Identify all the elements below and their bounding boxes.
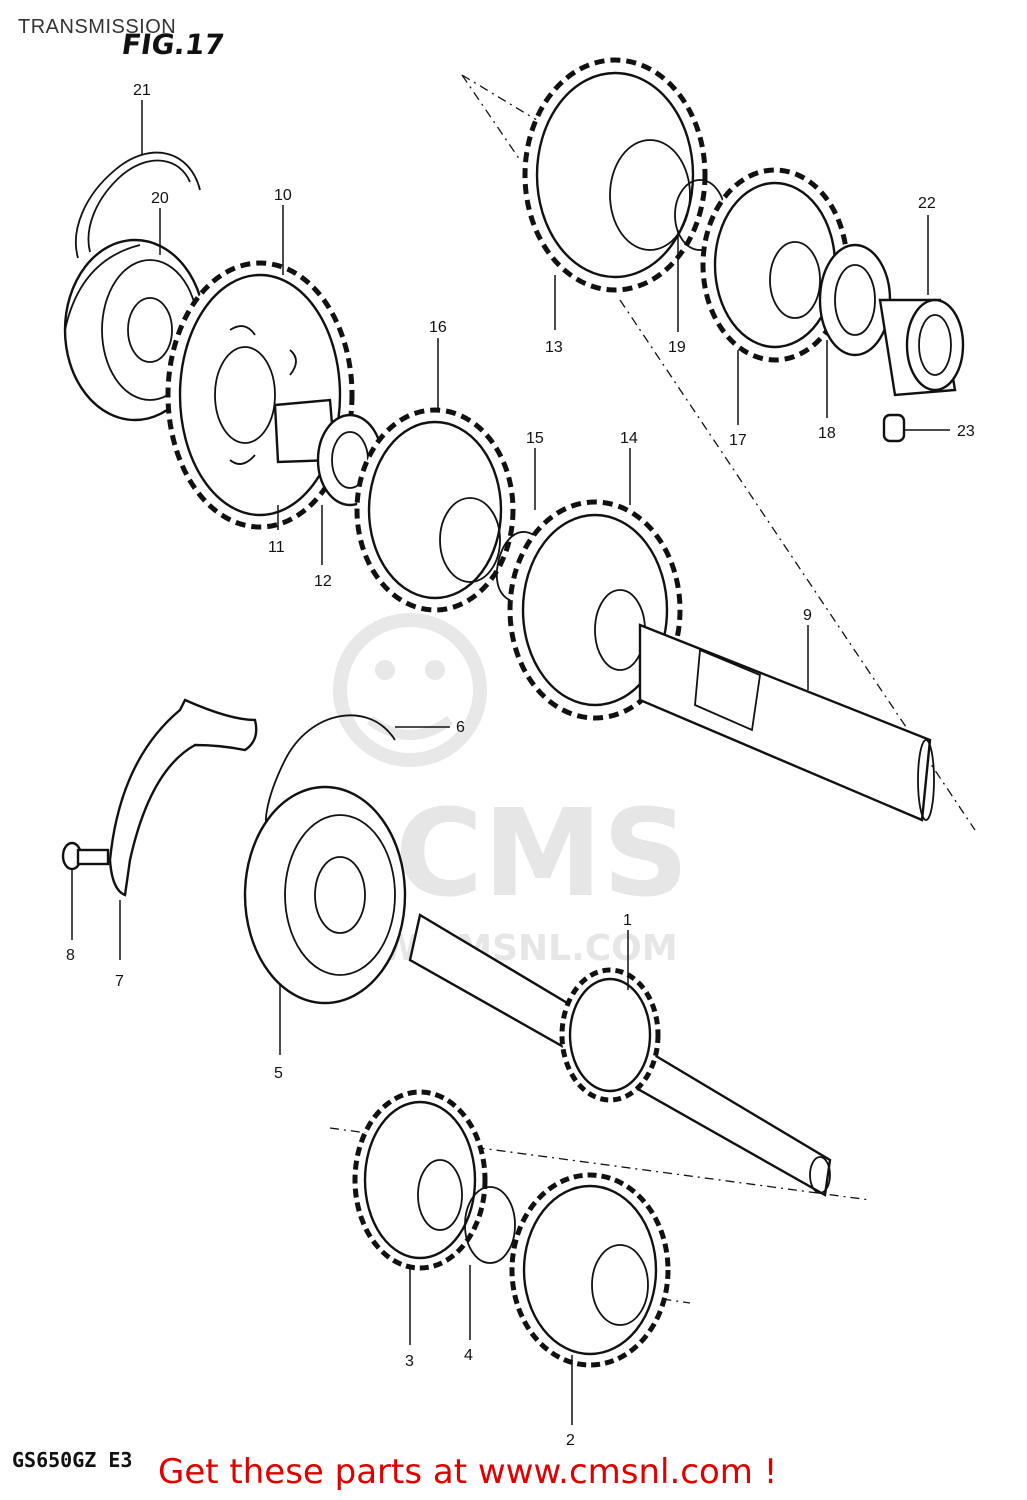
callout-13: 13: [545, 339, 563, 356]
circlip-4: [464, 1186, 516, 1264]
callout-16: 16: [429, 319, 447, 336]
countershaft-9: [638, 623, 935, 822]
circlip-21: [74, 151, 201, 259]
gear-14: [507, 499, 683, 721]
circlip-6: [265, 714, 396, 831]
cmsnl-parts-link[interactable]: Get these parts at www.cmsnl.com !: [158, 1452, 778, 1492]
gear-13: [522, 57, 708, 293]
callout-3: 3: [405, 1353, 414, 1370]
circlip-15: [496, 531, 541, 603]
watermark-brand: CMS: [395, 785, 689, 924]
callout-leaders: [71, 100, 950, 1425]
callout-21: 21: [133, 82, 151, 99]
callout-14: 14: [620, 430, 638, 447]
callout-11: 11: [268, 539, 285, 556]
callout-2: 2: [566, 1432, 575, 1449]
pin-23: [882, 413, 906, 443]
screw-8: [61, 841, 110, 871]
gear-3: [352, 1089, 488, 1271]
needle-bearing-22: [878, 298, 965, 397]
mainshaft-1: [408, 913, 832, 1197]
bearing-5: [243, 785, 407, 1005]
callout-1: 1: [623, 912, 632, 929]
callout-17: 17: [729, 432, 747, 449]
callout-10: 10: [274, 187, 292, 204]
gear-16: [354, 407, 516, 613]
callout-8: 8: [66, 947, 75, 964]
model-code: GS650GZ E3: [12, 1448, 133, 1472]
cmsnl-watermark: CMS WWW.CMSNL.COM: [300, 613, 689, 969]
retainer-plate-7: [108, 698, 258, 897]
callout-labels: 21 20 10 11 12 16 15 14 9 13 19 17 18 22…: [66, 82, 975, 1449]
callout-7: 7: [115, 973, 124, 990]
callout-20: 20: [151, 190, 169, 207]
callout-6: 6: [456, 719, 465, 736]
callout-23: 23: [957, 423, 975, 440]
callout-22: 22: [918, 195, 936, 212]
figure-label: FIG.17: [119, 28, 227, 61]
gear-2: [509, 1172, 671, 1368]
callout-18: 18: [818, 425, 836, 442]
callout-12: 12: [314, 573, 332, 590]
callout-5: 5: [274, 1065, 283, 1082]
callout-19: 19: [668, 339, 686, 356]
callout-9: 9: [803, 607, 812, 624]
callout-15: 15: [526, 430, 544, 447]
callout-4: 4: [464, 1347, 473, 1364]
gear-17: [700, 167, 850, 363]
page-title: TRANSMISSION: [18, 16, 177, 38]
